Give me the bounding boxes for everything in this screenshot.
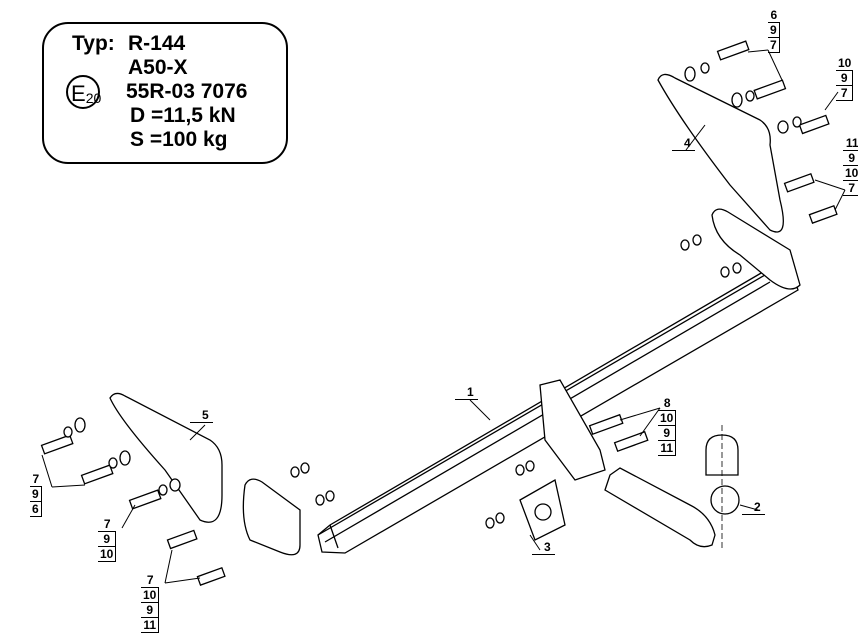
approval-info-box: Typ: R-144 A50-X E20 55R-03 7076 D =11,5… (42, 22, 288, 164)
fastener-number: 7 (30, 472, 42, 487)
washers (63, 62, 802, 529)
fastener-number: 9 (843, 151, 858, 166)
part-label-2: 2 (742, 500, 765, 515)
fastener-number: 9 (658, 426, 677, 441)
socket-plate (519, 478, 566, 541)
fastener-number: 11 (141, 618, 160, 633)
fastener-number: 7 (768, 38, 780, 53)
leader-lines (41, 49, 846, 584)
part-label-3: 3 (532, 540, 555, 555)
s-value: S =100 kg (130, 128, 228, 151)
approval-mark: E (71, 81, 86, 106)
fastener-number: 7 (836, 86, 854, 101)
part-label-5: 5 (190, 408, 213, 423)
fastener-number: 9 (836, 71, 854, 86)
socket-hole (534, 503, 552, 521)
approval-number: 55R-03 7076 (126, 80, 248, 103)
fastener-number: 7 (98, 517, 117, 532)
fastener-number: 10 (658, 411, 677, 426)
fastener-number: 8 (658, 396, 677, 411)
fastener-number: 6 (768, 8, 780, 23)
fastener-number: 6 (30, 502, 42, 517)
fastener-number: 9 (768, 23, 780, 38)
fastener-number: 10 (843, 166, 858, 181)
part-label-4: 4 (672, 136, 695, 151)
d-value: D =11,5 kN (130, 104, 236, 127)
fastener-number: 11 (658, 441, 677, 456)
type-label: Typ: (72, 32, 115, 55)
fastener-number: 11 (843, 136, 858, 151)
fastener-number: 10 (141, 588, 160, 603)
fastener-number: 9 (141, 603, 160, 618)
right-bracket (657, 73, 801, 290)
center-bracket (539, 379, 606, 481)
fastener-number: 7 (843, 181, 858, 196)
part-label-1: 1 (455, 385, 478, 400)
fastener-number: 9 (98, 532, 117, 547)
fastener-number: 9 (30, 487, 42, 502)
fastener-number: 10 (98, 547, 117, 562)
fastener-number: 10 (836, 56, 854, 71)
ball-neck (604, 425, 740, 550)
type-value: R-144 (128, 32, 186, 55)
e-approval-mark: E20 (66, 75, 102, 109)
left-bracket (109, 392, 301, 556)
approval-country: 20 (85, 90, 102, 106)
class-value: A50-X (128, 56, 188, 79)
fastener-number: 7 (141, 573, 160, 588)
